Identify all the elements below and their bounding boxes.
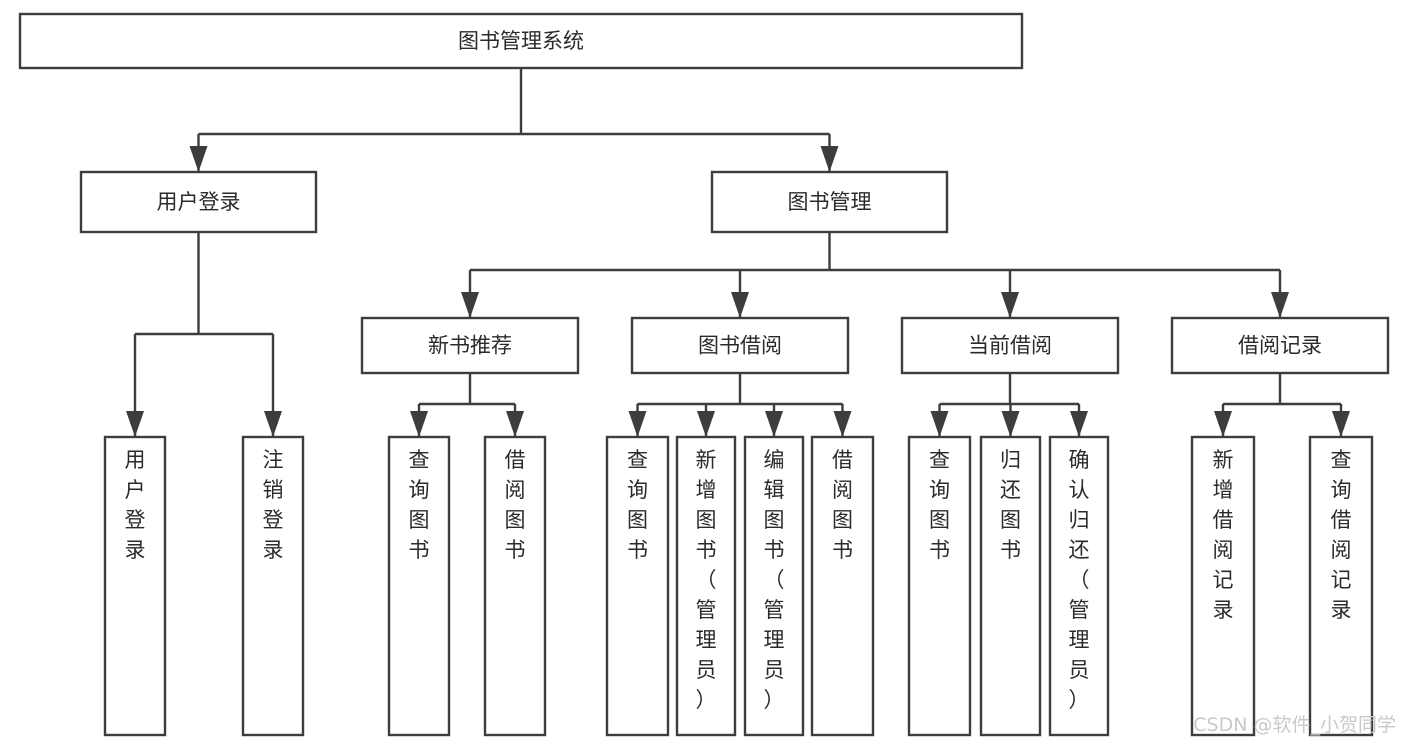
node-label-leaf-1: 用户登录	[125, 448, 146, 562]
node-box-newbook[interactable]	[360, 316, 580, 375]
node-label-leaf-3: 查询图书	[409, 448, 430, 562]
node-leaf-11[interactable]: 确认归还（管理员）	[1048, 435, 1110, 737]
arrowhead-leaf-7	[765, 411, 783, 437]
arrowhead-leaf-9	[930, 411, 949, 437]
node-label-leaf-5: 查询图书	[627, 448, 648, 562]
node-label-leaf-9: 查询图书	[929, 448, 950, 562]
node-box-current[interactable]	[900, 316, 1120, 375]
arrowhead-current	[1001, 292, 1019, 318]
node-label-root: 图书管理系统	[458, 29, 584, 53]
node-leaf-4[interactable]: 借阅图书	[483, 435, 547, 737]
arrowhead-leaf-8	[833, 411, 852, 437]
node-box-leaf-5[interactable]	[605, 435, 670, 737]
arrowhead-leaf-13	[1332, 411, 1350, 437]
arrowhead-leaf-1	[126, 411, 144, 437]
arrowhead-bookmgmt	[820, 146, 839, 172]
node-label-leaf-11: 确认归还（管理员）	[1069, 448, 1090, 712]
node-box-leaf-11[interactable]	[1048, 435, 1110, 737]
node-leaf-12[interactable]: 新增借阅记录	[1190, 435, 1256, 737]
arrowhead-login	[189, 146, 208, 172]
arrowhead-leaf-11	[1070, 411, 1088, 437]
node-leaf-3[interactable]: 查询图书	[387, 435, 451, 737]
arrowhead-records	[1271, 292, 1289, 318]
node-bookmgmt[interactable]: 图书管理	[710, 170, 949, 234]
node-label-login: 用户登录	[157, 190, 241, 214]
node-login[interactable]: 用户登录	[79, 170, 318, 234]
node-borrow[interactable]: 图书借阅	[630, 316, 850, 375]
node-box-leaf-10[interactable]	[979, 435, 1042, 737]
arrowhead-leaf-3	[410, 411, 428, 437]
node-leaf-9[interactable]: 查询图书	[907, 435, 972, 737]
node-leaf-13[interactable]: 查询借阅记录	[1308, 435, 1374, 737]
node-label-current: 当前借阅	[968, 334, 1052, 358]
node-records[interactable]: 借阅记录	[1170, 316, 1390, 375]
node-box-leaf-4[interactable]	[483, 435, 547, 737]
arrowhead-leaf-10	[1001, 411, 1020, 437]
node-leaf-5[interactable]: 查询图书	[605, 435, 670, 737]
node-box-leaf-3[interactable]	[387, 435, 451, 737]
node-newbook[interactable]: 新书推荐	[360, 316, 580, 375]
arrowhead-leaf-2	[264, 411, 282, 437]
node-label-leaf-8: 借阅图书	[832, 448, 853, 562]
connectors-layer	[126, 68, 1350, 437]
arrowhead-leaf-4	[506, 411, 524, 437]
node-leaf-2[interactable]: 注销登录	[241, 435, 305, 737]
node-label-leaf-10: 归还图书	[1000, 448, 1021, 562]
nodes-layer: 图书管理系统用户登录图书管理新书推荐图书借阅当前借阅借阅记录用户登录注销登录查询…	[18, 12, 1390, 737]
node-label-leaf-12: 新增借阅记录	[1213, 448, 1234, 622]
node-box-leaf-1[interactable]	[103, 435, 167, 737]
node-box-root[interactable]	[18, 12, 1024, 70]
node-box-leaf-2[interactable]	[241, 435, 305, 737]
node-leaf-10[interactable]: 归还图书	[979, 435, 1042, 737]
node-box-login[interactable]	[79, 170, 318, 234]
node-leaf-7[interactable]: 编辑图书（管理员）	[743, 435, 805, 737]
arrowhead-leaf-12	[1214, 411, 1232, 437]
node-box-leaf-13[interactable]	[1308, 435, 1374, 737]
node-label-records: 借阅记录	[1238, 334, 1322, 358]
node-label-leaf-13: 查询借阅记录	[1331, 448, 1352, 622]
node-box-borrow[interactable]	[630, 316, 850, 375]
node-box-leaf-9[interactable]	[907, 435, 972, 737]
node-label-leaf-2: 注销登录	[263, 448, 284, 562]
node-label-bookmgmt: 图书管理	[788, 190, 872, 214]
node-leaf-6[interactable]: 新增图书（管理员）	[675, 435, 737, 737]
node-leaf-8[interactable]: 借阅图书	[810, 435, 875, 737]
arrowhead-newbook	[461, 292, 479, 318]
node-root[interactable]: 图书管理系统	[18, 12, 1024, 70]
node-label-newbook: 新书推荐	[428, 334, 512, 358]
node-box-leaf-6[interactable]	[675, 435, 737, 737]
node-box-leaf-8[interactable]	[810, 435, 875, 737]
node-box-records[interactable]	[1170, 316, 1390, 375]
node-label-leaf-7: 编辑图书（管理员）	[764, 448, 785, 712]
arrowhead-borrow	[731, 292, 749, 318]
node-box-leaf-7[interactable]	[743, 435, 805, 737]
arrowhead-leaf-5	[628, 411, 647, 437]
node-label-borrow: 图书借阅	[698, 334, 782, 358]
csdn-watermark: CSDN @软件_小贺同学	[1193, 714, 1396, 736]
node-box-leaf-12[interactable]	[1190, 435, 1256, 737]
node-current[interactable]: 当前借阅	[900, 316, 1120, 375]
node-box-bookmgmt[interactable]	[710, 170, 949, 234]
arrowhead-leaf-6	[697, 411, 715, 437]
node-label-leaf-6: 新增图书（管理员）	[696, 448, 717, 712]
node-label-leaf-4: 借阅图书	[505, 448, 526, 562]
node-leaf-1[interactable]: 用户登录	[103, 435, 167, 737]
